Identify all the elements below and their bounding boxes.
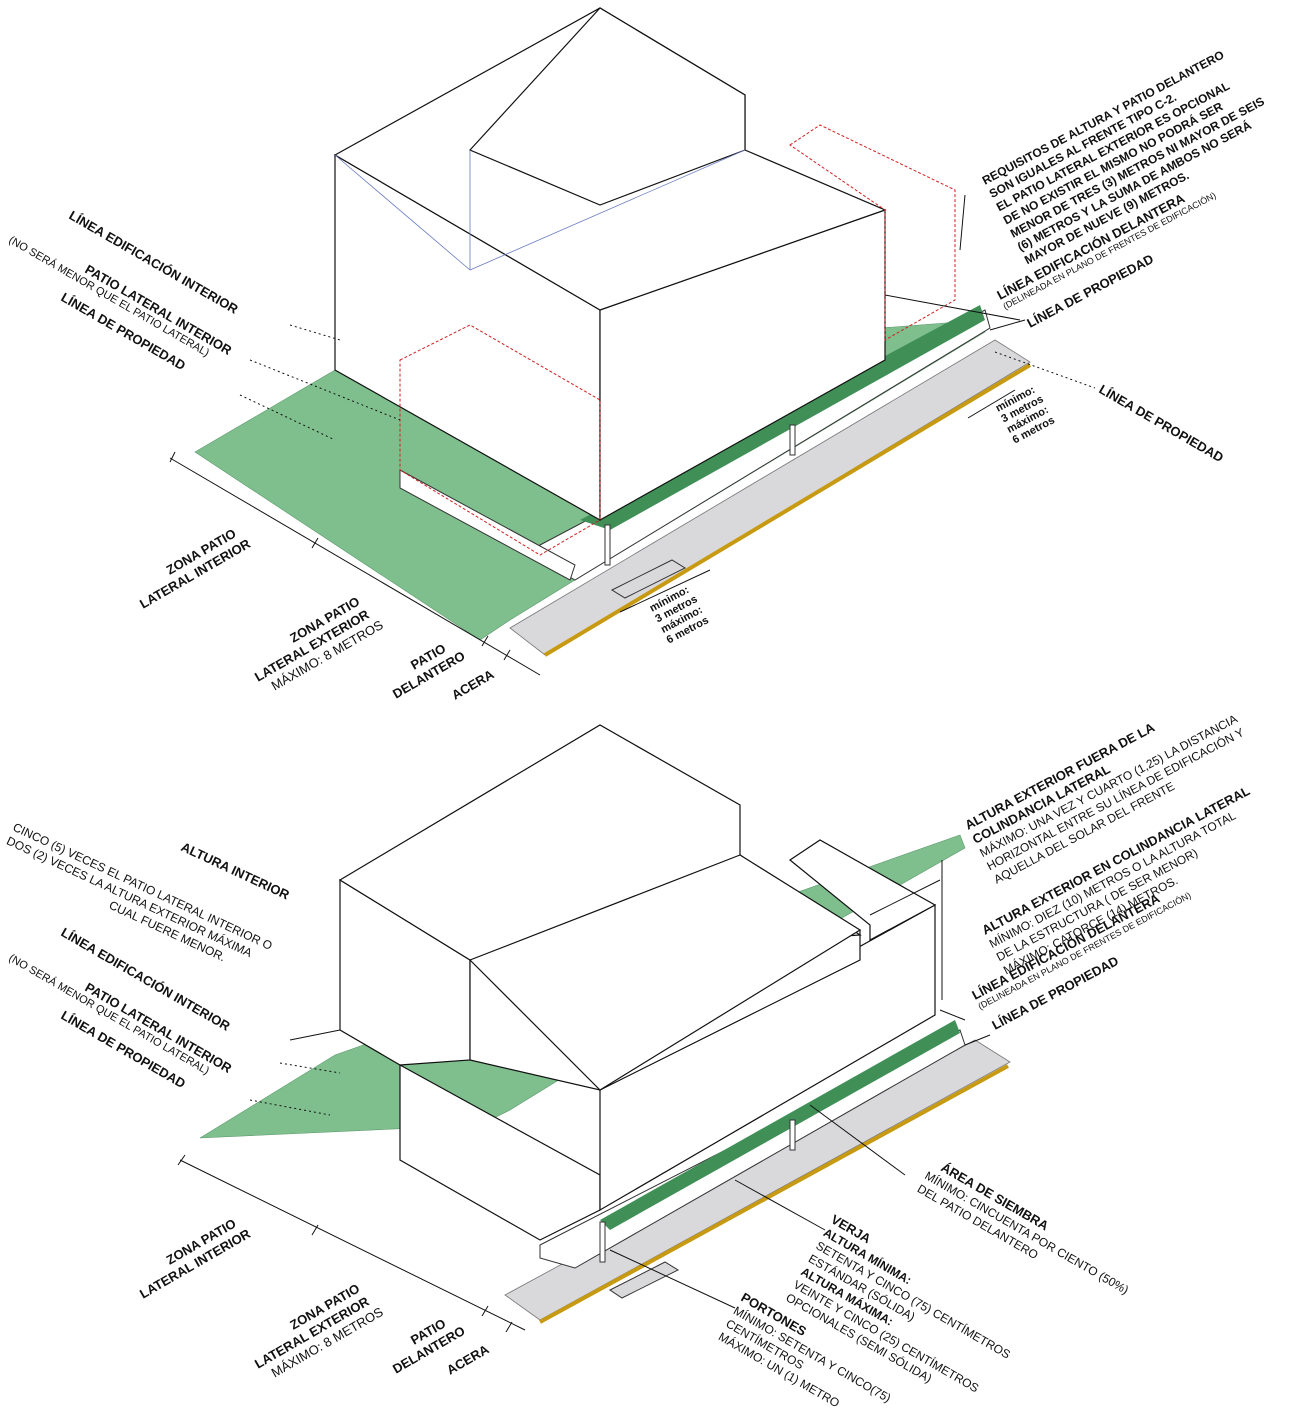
bottom-siembra: ÁREA DE SIEMBRA MÍNIMO: CINCUENTA POR CI… [915,1160,1132,1297]
bottom-fence-post [599,1221,606,1263]
bottom-building-side-step [788,839,937,942]
altura-interior-line: ALTURA INTERIOR [179,839,293,903]
top-optional-volume-right [789,124,956,341]
top-fence-post [604,524,611,566]
top-fence-post [789,424,796,456]
top-patio-lateral-sub: (NO SERÁ MENOR QUE EL PATIO LATERAL) [7,233,212,359]
altura-interior-line: CINCO (5) VECES EL PATIO LATERAL INTERIO… [11,820,275,953]
top-linea-propiedad-far: LÍNEA DE PROPIEDAD [1097,382,1227,466]
top-zone-interior: ZONA PATIO LATERAL INTERIOR [137,526,253,612]
bottom-diagram: ALTURA EXTERIOR FUERA DE LA COLINDANCIA … [4,711,1252,1410]
top-zone-exterior: ZONA PATIO LATERAL EXTERIOR MÁXIMO: 8 ME… [252,594,386,694]
bottom-building-front-left [399,1063,601,1241]
siembra-line: MÍNIMO: CINCUENTA POR CIENTO (50%) [922,1168,1131,1297]
top-fence-left [399,469,576,581]
altura-interior-line: DOS (2) VECES LA ALTURA EXTERIOR MÁXIMA [4,833,254,960]
bottom-curb [539,1064,1009,1324]
top-curb [543,363,1032,657]
top-building-upper [468,7,746,206]
bottom-fence-post [789,1119,796,1151]
bottom-building-upper [468,854,862,1091]
bottom-verja: VERJA ALTURA MÍNIMA: SETENTA Y CINCO (75… [784,1212,1014,1396]
top-zone-acera: ACERA [449,666,497,702]
bottom-zone-exterior: ZONA PATIO LATERAL EXTERIOR MÁXIMO: 8 ME… [252,1281,386,1381]
bottom-patio-lateral-sub: (NO SERÁ MENOR QUE EL PATIO LATERAL) [7,951,212,1077]
bottom-altura-interior-desc: CINCO (5) VECES EL PATIO LATERAL INTERIO… [4,820,275,964]
bottom-altura-interior: ALTURA INTERIOR [179,839,293,903]
bottom-gate [609,1261,680,1299]
top-right-dim: mínimo: 3 metros máximo: 6 metros [994,384,1057,446]
bottom-patio-dark [600,1020,960,1230]
top-optional-volume-left [399,324,601,556]
bottom-zone-interior: ZONA PATIO LATERAL INTERIOR [137,1216,253,1302]
top-gate [610,559,687,599]
top-diagram: REQUISITOS DE ALTURA Y PATIO DELANTERO S… [7,7,1267,703]
top-front-dim: mínimo: 3 metros máximo: 6 metros [648,584,711,646]
bottom-zone-acera: ACERA [444,1341,492,1377]
